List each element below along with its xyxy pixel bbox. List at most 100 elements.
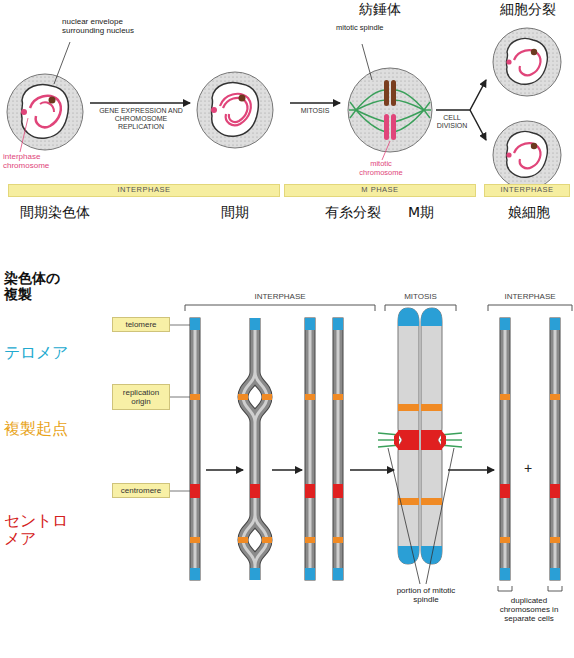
callout-label: duplicated chromosomes in separate cells [486,596,572,624]
mitotic-chromosome [419,430,445,450]
interphase-cell [197,72,273,148]
interphase-cell [21,85,68,139]
mitotic-chromosome [378,306,462,566]
daughter-cell [506,152,511,157]
japanese-label: 複製起点 [4,420,94,438]
mitotic-cell [384,114,389,140]
callout-label: mitotic chromosome [350,160,412,177]
interphase-cell [7,74,83,150]
chromosome-rod [500,318,510,580]
leader-line [498,586,512,591]
part-label-box: replication origin [112,384,170,410]
interphase-cell [220,94,251,125]
mitotic-cell [349,90,431,132]
mitotic-cell [391,80,396,106]
japanese-label: 間期染色体 [10,204,100,220]
mitotic-cell [348,68,432,152]
mitotic-chromosome [396,546,422,566]
arrow-label: GENE EXPRESSION AND CHROMOSOME REPLICATI… [92,107,190,131]
process-arrow [290,102,340,104]
japanese-label: 細胞分裂 [492,1,564,17]
mitotic-cell [394,110,424,122]
mitotic-cell [384,80,389,106]
japanese-label: セントロ メア [4,512,78,549]
interphase-cell [211,83,258,137]
process-arrow [470,110,486,140]
part-name: replication origin [113,388,169,406]
process-arrow [448,469,494,471]
leader-line [426,448,454,584]
replicating-chromosome [250,318,260,330]
chromosome-rod [333,318,343,580]
mitotic-chromosome [396,430,422,450]
mitotic-chromosome [419,498,445,505]
chromosome-rod [550,318,560,580]
interphase-cell [21,109,27,115]
mitotic-cell [348,68,432,152]
daughter-cell [531,143,537,149]
replicating-chromosome [238,537,248,543]
phase-name: INTERPHASE [118,186,171,195]
mitotic-chromosome [394,430,399,450]
section-title: 染色体の 複製 [4,270,66,302]
japanese-label: 間期 [200,204,270,220]
mitotic-cell [356,100,386,110]
process-arrow [206,469,243,471]
phase-bracket [185,305,375,311]
replicating-chromosome [238,394,248,400]
interphase-cell [197,72,273,148]
mitotic-cell [424,102,431,118]
process-arrow [90,80,486,140]
interphase-cell [49,97,56,104]
daughter-cell [531,49,537,55]
mitotic-chromosome [419,306,445,326]
leader-line [170,325,190,326]
phase-band: M PHASE [284,184,476,197]
leader-line [170,325,190,491]
mitotic-chromosome [396,306,422,326]
daughter-cell [493,28,561,96]
mitotic-cell [356,110,386,132]
interphase-cell [7,74,83,150]
callout-label: mitotic spindle [336,24,400,33]
replicating-chromosome [250,568,260,580]
chromosome-rod [305,318,315,580]
mitotic-cell [394,110,424,132]
part-label-box: telomere [112,317,170,332]
leader-line [20,118,28,152]
callout-label: interphase chromosome [3,152,59,170]
daughter-cell [506,132,547,178]
interphase-cell [40,102,54,112]
phase-bracket [488,305,572,311]
mitotic-chromosome [396,306,422,566]
mitotic-cell [349,102,356,118]
interphase-cell [211,107,217,113]
process-arrow [90,102,190,104]
daughter-cell [506,39,547,85]
phase-label: MITOSIS [385,292,456,301]
phase-label: INTERPHASE [488,292,572,301]
replicating-chromosome [250,484,260,498]
daughter-cell [514,143,540,168]
phase-band: INTERPHASE [8,184,280,197]
phase-bracket [185,305,572,311]
process-arrow [350,469,394,471]
japanese-label: M期 [396,204,446,220]
phase-band: INTERPHASE [484,184,570,197]
leader-line [548,586,562,591]
interphase-cell [223,98,247,122]
mitotic-cell [356,110,386,122]
replicating-chromosome [262,537,272,543]
phase-name: INTERPHASE [501,186,554,195]
mitotic-cell [394,100,424,110]
leader-line [388,448,562,591]
replicating-chromosome [262,394,272,400]
process-arrow [206,469,494,471]
interphase-cell [239,95,246,102]
japanese-label: 娘細胞 [494,204,564,220]
daughter-cell [506,59,511,64]
daughter-cell [493,121,561,189]
mitotic-chromosome [419,404,445,411]
